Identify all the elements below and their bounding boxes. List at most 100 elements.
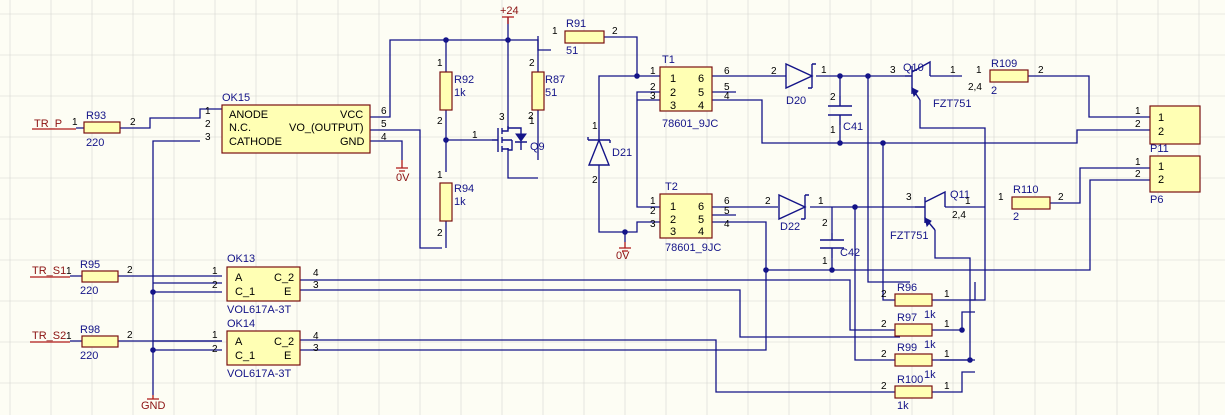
- mosfet-q9[interactable]: Q9 1 3 2: [472, 111, 545, 153]
- svg-text:OK15: OK15: [222, 92, 250, 104]
- zener-diode-d22[interactable]: D22 2 1: [765, 193, 824, 233]
- svg-text:R93: R93: [86, 110, 106, 122]
- resistor-r91[interactable]: R91 51 1 2: [552, 18, 618, 57]
- svg-text:2: 2: [1135, 169, 1141, 180]
- gnd-symbol: GND: [141, 395, 166, 412]
- svg-text:C_2: C_2: [274, 272, 294, 284]
- svg-text:2: 2: [991, 85, 997, 97]
- svg-text:FZT751: FZT751: [933, 98, 972, 110]
- capacitor-c41[interactable]: C41 2 1: [828, 92, 863, 136]
- svg-text:2,4: 2,4: [968, 82, 982, 93]
- svg-text:2: 2: [437, 228, 443, 239]
- svg-text:2: 2: [1158, 126, 1164, 138]
- svg-text:78601_9JC: 78601_9JC: [665, 242, 721, 254]
- optocoupler-ok13[interactable]: OK13 VOL617A-3T A C_1 C_2 E 1 2 4 3: [212, 253, 319, 316]
- resistor-r99[interactable]: R99 1k 2 1: [881, 342, 950, 381]
- svg-text:OK14: OK14: [227, 318, 255, 330]
- net-label-tr-s1: TR_S1 1: [30, 265, 72, 278]
- svg-text:R97: R97: [897, 312, 917, 324]
- svg-text:2: 2: [670, 87, 676, 99]
- svg-text:VO_(OUTPUT): VO_(OUTPUT): [289, 122, 364, 134]
- resistor-r100[interactable]: R100 1k 2 1: [881, 374, 950, 412]
- svg-text:5: 5: [724, 206, 730, 217]
- svg-text:3: 3: [205, 132, 211, 143]
- svg-text:2: 2: [1135, 119, 1141, 130]
- svg-text:1: 1: [944, 319, 950, 330]
- svg-text:6: 6: [381, 106, 387, 117]
- svg-text:E: E: [284, 350, 291, 362]
- resistor-r98[interactable]: R98 220 2: [80, 324, 133, 362]
- svg-text:2: 2: [822, 218, 828, 229]
- svg-text:0V: 0V: [616, 250, 630, 262]
- svg-text:4: 4: [724, 91, 730, 102]
- svg-text:1: 1: [944, 289, 950, 300]
- svg-text:1: 1: [818, 196, 824, 207]
- resistor-r94[interactable]: R94 1k 1 2: [437, 170, 474, 239]
- zener-diode-d20[interactable]: D20 2 1: [771, 62, 827, 107]
- svg-text:A: A: [235, 336, 243, 348]
- svg-text:R96: R96: [897, 282, 917, 294]
- connector-p6[interactable]: 1 2 1 2 P6: [1135, 155, 1201, 206]
- svg-text:6: 6: [724, 196, 730, 207]
- svg-text:5: 5: [698, 214, 704, 226]
- svg-text:4: 4: [724, 219, 730, 230]
- svg-text:4: 4: [698, 226, 704, 238]
- svg-text:1: 1: [944, 349, 950, 360]
- capacitor-c42[interactable]: C42 2 1: [820, 218, 860, 267]
- svg-text:3: 3: [313, 343, 319, 354]
- svg-text:1: 1: [1158, 161, 1164, 173]
- svg-text:2: 2: [881, 289, 887, 300]
- connector-p11[interactable]: 1 2 1 2 P11: [1135, 105, 1201, 155]
- resistor-r87[interactable]: R87 51 2 1: [529, 58, 565, 127]
- zener-diode-d21[interactable]: D21 1 2: [587, 121, 632, 186]
- svg-text:1: 1: [950, 65, 956, 76]
- svg-text:1: 1: [670, 201, 676, 213]
- resistor-r97[interactable]: R97 1k 2 1: [881, 312, 950, 351]
- svg-text:R95: R95: [80, 259, 100, 271]
- svg-text:6: 6: [724, 66, 730, 77]
- transformer-t2[interactable]: T2 78601_9JC 1 2 3 6 5 4 1 2 3 6 5 4: [650, 181, 730, 254]
- svg-text:2: 2: [127, 330, 133, 341]
- resistor-r96[interactable]: R96 1k 2 1: [881, 282, 950, 321]
- svg-text:1: 1: [592, 121, 598, 132]
- svg-text:1: 1: [437, 170, 443, 181]
- svg-text:2: 2: [529, 58, 535, 69]
- svg-text:2: 2: [212, 280, 218, 291]
- svg-text:C_1: C_1: [235, 286, 255, 298]
- svg-text:2: 2: [1058, 192, 1064, 203]
- resistor-r110[interactable]: R110 2 1 2: [998, 184, 1064, 223]
- optocoupler-ok14[interactable]: OK14 VOL617A-3T A C_1 C_2 E 1 2 4 3: [212, 318, 319, 380]
- svg-text:A: A: [235, 272, 243, 284]
- svg-text:2: 2: [612, 26, 618, 37]
- svg-text:CATHODE: CATHODE: [229, 136, 282, 148]
- svg-text:2: 2: [212, 344, 218, 355]
- svg-text:1k: 1k: [924, 309, 936, 321]
- resistor-r93[interactable]: R93 220 2: [83, 110, 136, 149]
- svg-text:FZT751: FZT751: [890, 230, 929, 242]
- svg-text:78601_9JC: 78601_9JC: [662, 118, 718, 130]
- optocoupler-ok15[interactable]: OK15 ANODE N.C. CATHODE VCC VO_(OUTPUT) …: [205, 92, 387, 154]
- svg-text:T2: T2: [665, 181, 678, 193]
- svg-text:2: 2: [592, 175, 598, 186]
- svg-text:2: 2: [127, 265, 133, 276]
- svg-text:1: 1: [965, 196, 971, 207]
- svg-text:3: 3: [650, 91, 656, 102]
- svg-text:0V: 0V: [396, 172, 410, 184]
- svg-text:1: 1: [205, 106, 211, 117]
- svg-text:2: 2: [765, 196, 771, 207]
- transformer-t1[interactable]: T1 78601_9JC 1 2 3 6 5 4 1 2 3 6 5 4: [650, 54, 730, 130]
- svg-text:1: 1: [821, 65, 827, 76]
- transistor-q11[interactable]: Q11 FZT751 3 1 2,4: [890, 189, 971, 242]
- svg-text:R109: R109: [991, 58, 1017, 70]
- svg-text:3: 3: [670, 226, 676, 238]
- resistor-r92[interactable]: R92 1k 1 2: [437, 58, 474, 127]
- resistor-r109[interactable]: R109 2 1 2: [976, 58, 1044, 97]
- transistor-q10[interactable]: Q10 FZT751 3 1 2,4: [890, 60, 982, 110]
- svg-text:2: 2: [650, 82, 656, 93]
- svg-text:4: 4: [313, 268, 319, 279]
- svg-text:R98: R98: [80, 324, 100, 336]
- resistor-r95[interactable]: R95 220 2: [80, 259, 133, 297]
- svg-text:5: 5: [381, 119, 387, 130]
- svg-text:TR_P: TR_P: [34, 118, 62, 130]
